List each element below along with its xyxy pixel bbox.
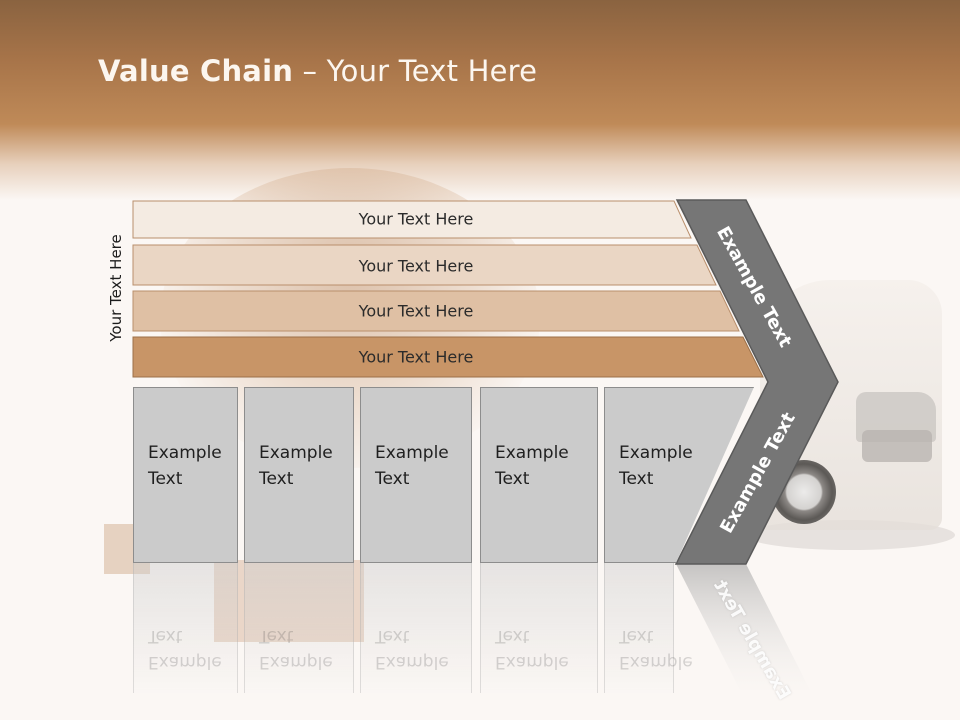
column-text-line2: Text bbox=[148, 469, 183, 489]
banner-label-2: Your Text Here bbox=[358, 256, 474, 276]
title-bold: Value Chain bbox=[98, 54, 294, 88]
column-text-line2: Text bbox=[495, 469, 530, 489]
banner-shape-4 bbox=[132, 336, 764, 378]
banner-shape-3 bbox=[132, 290, 740, 332]
banner-shape-1 bbox=[132, 200, 692, 239]
banner-label-4: Your Text Here bbox=[358, 347, 474, 367]
column-text-line1: Example bbox=[375, 443, 449, 463]
column-text-line1: Example bbox=[495, 443, 569, 463]
slide-title: Value Chain – Your Text Here bbox=[98, 54, 537, 88]
column-text-line1: Example bbox=[259, 443, 333, 463]
column-text-line2: Text bbox=[375, 469, 410, 489]
chevron-arrow bbox=[674, 199, 839, 565]
chevron-reflection bbox=[676, 564, 810, 690]
column-text-line1: Example bbox=[619, 443, 693, 463]
banner-shape-2 bbox=[132, 244, 717, 286]
van-grille bbox=[862, 430, 932, 462]
banner-label-3: Your Text Here bbox=[358, 301, 474, 321]
banner-label-1: Your Text Here bbox=[358, 209, 474, 229]
header-band bbox=[0, 0, 960, 200]
box-image bbox=[214, 560, 364, 642]
column-text-line2: Text bbox=[259, 469, 294, 489]
title-rest: – Your Text Here bbox=[293, 54, 538, 88]
column-text-line1: Example bbox=[148, 443, 222, 463]
column-text-line2: Text bbox=[619, 469, 654, 489]
